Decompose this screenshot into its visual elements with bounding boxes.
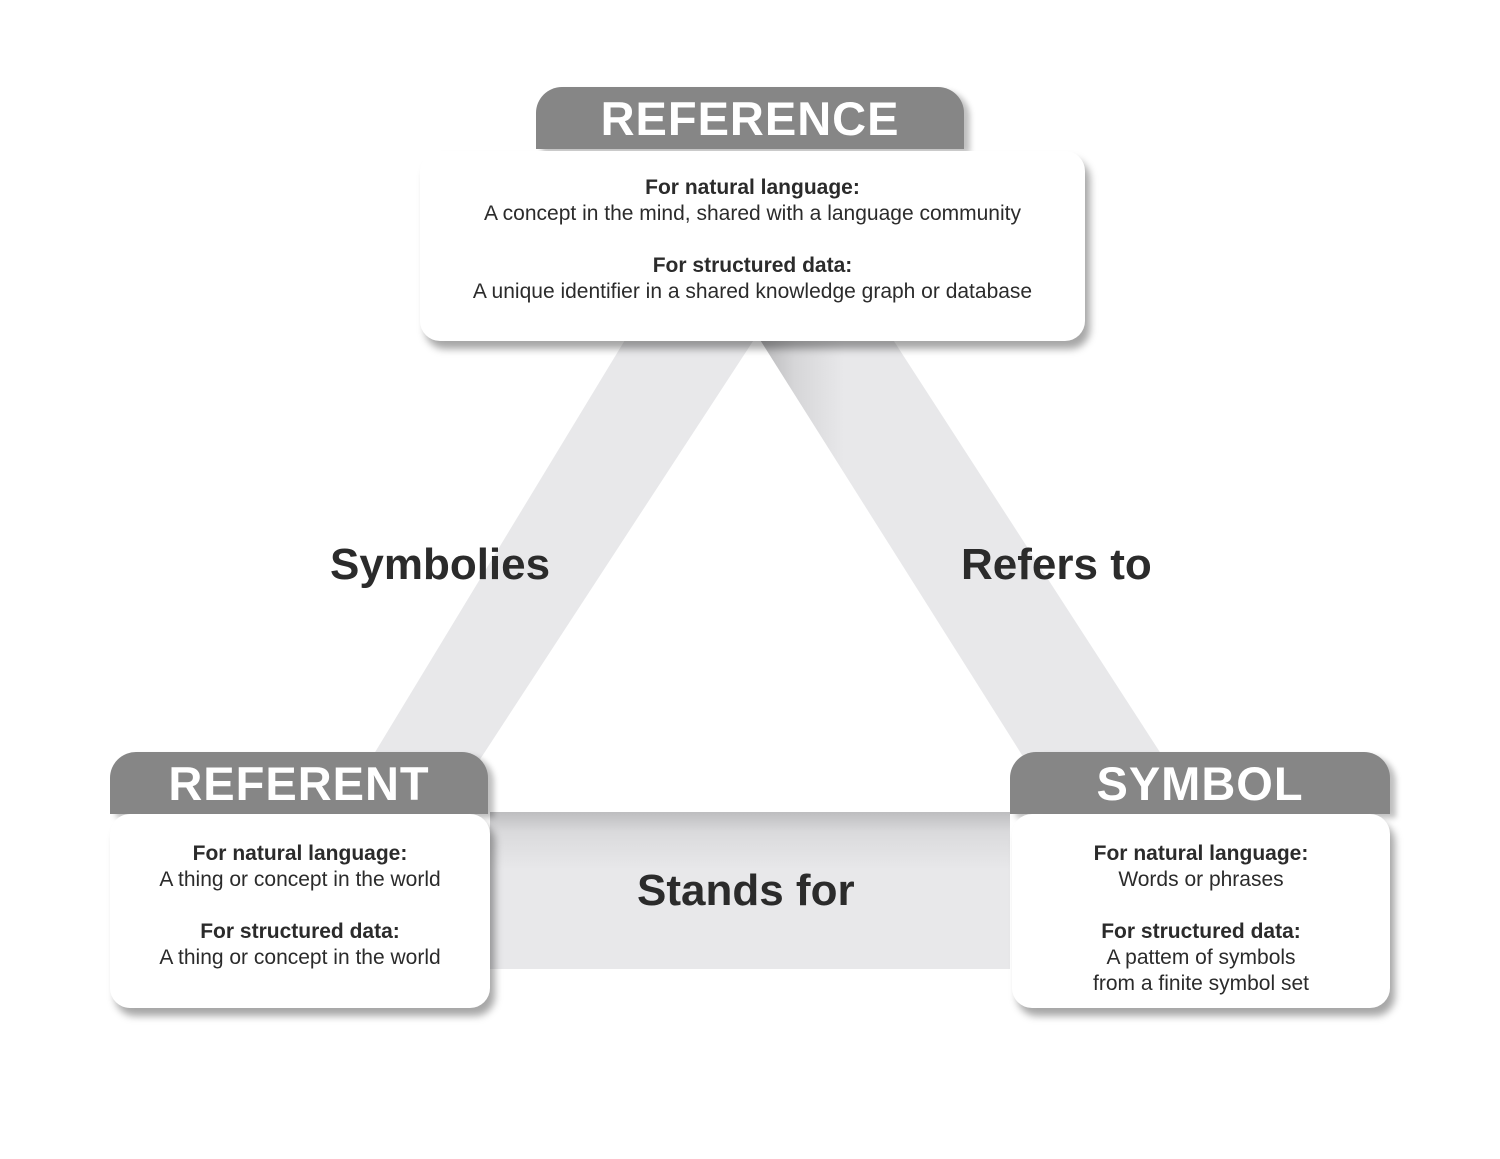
edge-label-stands-for: Stands for xyxy=(637,866,855,915)
reference-title: REFERENCE xyxy=(536,87,964,149)
left-band xyxy=(340,335,757,810)
referent-title: REFERENT xyxy=(110,752,488,814)
symbol-natural-text: Words or phrases xyxy=(1118,868,1284,891)
symbol-structured-text-line1: A pattem of symbols xyxy=(1106,946,1296,969)
edge-label-symbolies: Symbolies xyxy=(330,540,551,589)
referent-structured-text: A thing or concept in the world xyxy=(159,946,441,969)
symbol-structured-text-line2: from a finite symbol set xyxy=(1093,972,1309,995)
edge-label-refers-to: Refers to xyxy=(961,540,1152,589)
reference-structured-text: A unique identifier in a shared knowledg… xyxy=(472,280,1033,303)
symbol-card: For natural language: Words or phrases F… xyxy=(1012,814,1390,1008)
referent-structured-heading: For structured data: xyxy=(200,920,400,943)
referent-natural-heading: For natural language: xyxy=(192,842,408,865)
symbol-structured-heading: For structured data: xyxy=(1101,920,1301,943)
symbol-title: SYMBOL xyxy=(1010,752,1390,814)
reference-card: For natural language: A concept in the m… xyxy=(420,151,1085,341)
bottom-band xyxy=(490,812,1010,969)
symbol-natural-heading: For natural language: xyxy=(1093,842,1309,865)
reference-natural-text: A concept in the mind, shared with a lan… xyxy=(484,202,1021,225)
reference-natural-heading: For natural language: xyxy=(645,176,860,199)
reference-structured-heading: For structured data: xyxy=(652,254,853,277)
referent-card: For natural language: A thing or concept… xyxy=(110,814,490,1008)
referent-natural-text: A thing or concept in the world xyxy=(159,868,441,891)
right-band xyxy=(757,335,1165,812)
